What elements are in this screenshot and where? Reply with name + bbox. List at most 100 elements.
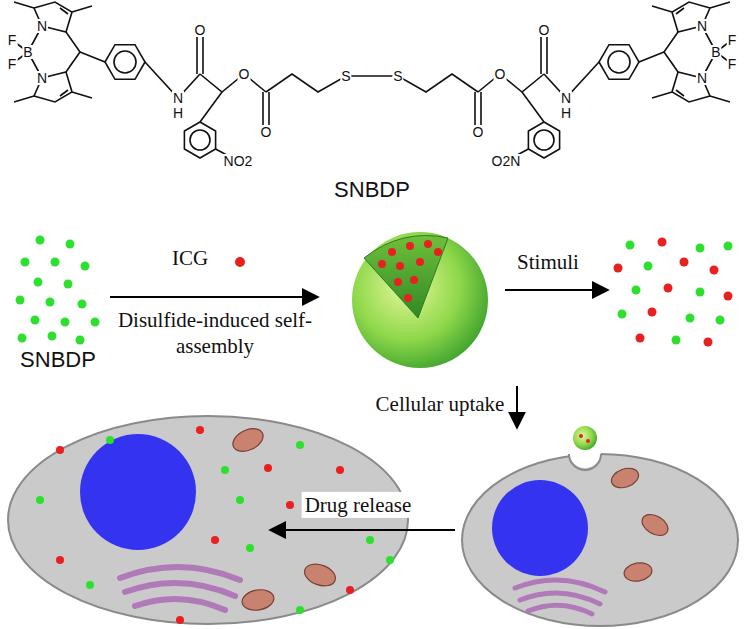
dot <box>724 292 733 301</box>
dot <box>236 496 244 504</box>
dot <box>632 286 641 295</box>
dot <box>81 262 90 271</box>
compound-name: SNBDP <box>334 178 410 202</box>
dot <box>648 308 657 317</box>
dot <box>221 466 229 474</box>
atom-label: N <box>696 71 708 85</box>
dot <box>21 258 30 267</box>
dot <box>680 258 689 267</box>
dot <box>366 536 374 544</box>
dot <box>106 436 114 444</box>
atom-label: N <box>172 91 184 105</box>
dot <box>696 244 705 253</box>
nanoparticle-cutaway <box>364 236 448 319</box>
dot <box>394 278 402 286</box>
dot <box>48 332 57 341</box>
dot <box>36 236 45 245</box>
dot <box>86 581 94 589</box>
cell-release <box>8 416 408 624</box>
step-label: Cellular uptake <box>376 391 505 417</box>
dot <box>710 266 719 275</box>
dot <box>296 606 304 614</box>
dot <box>672 336 681 345</box>
dot <box>211 536 219 544</box>
release-arrow <box>264 529 455 531</box>
atom-label: F <box>727 57 738 71</box>
dot <box>410 276 418 284</box>
atom-label: N <box>696 19 708 33</box>
atom-label: S <box>340 69 351 83</box>
dot <box>91 318 100 327</box>
dot <box>34 278 43 287</box>
dot <box>18 334 27 343</box>
atom-label: N <box>560 91 572 105</box>
dot <box>626 241 635 250</box>
step-label: Disulfide-induced self-assembly <box>115 307 315 360</box>
nanoparticle <box>352 232 488 368</box>
dot <box>78 300 87 309</box>
uptake-arrow <box>516 386 518 428</box>
atom-label: S <box>392 69 403 83</box>
dot <box>246 544 254 552</box>
dot <box>434 248 442 256</box>
dot <box>61 318 70 327</box>
dot <box>618 310 627 319</box>
dot <box>51 258 60 267</box>
dot <box>286 501 294 509</box>
dot <box>296 441 304 449</box>
dot <box>336 466 344 474</box>
atom-label: O <box>494 67 507 81</box>
stimuli-arrow <box>505 289 608 291</box>
cell-uptake <box>462 426 738 626</box>
dot <box>724 242 733 251</box>
dot <box>56 446 64 454</box>
monomer-dots <box>16 236 100 345</box>
dot <box>66 240 75 249</box>
dot <box>46 298 55 307</box>
step-label: Stimuli <box>517 249 579 275</box>
loaded-icg <box>378 240 442 302</box>
icg-dot <box>235 257 245 267</box>
atom-label: O <box>238 67 251 81</box>
atom-label: O <box>260 125 273 139</box>
group-label: O2N <box>491 154 522 168</box>
dot <box>36 496 44 504</box>
step-label: Drug release <box>302 492 415 518</box>
dot <box>56 556 64 564</box>
dot <box>686 314 695 323</box>
dot <box>416 258 424 266</box>
atom-label: B <box>22 45 33 59</box>
dot <box>196 426 204 434</box>
dot <box>644 262 653 271</box>
atom-label: H <box>560 106 572 120</box>
dot <box>614 264 623 273</box>
assembly-arrow <box>110 296 318 298</box>
dot <box>396 262 404 270</box>
atom-label: F <box>7 33 18 47</box>
dot <box>664 284 673 293</box>
dot <box>636 334 645 343</box>
reagent-label: ICG <box>172 245 208 271</box>
molecule-half <box>12 2 372 160</box>
atom-label: N <box>36 71 48 85</box>
dot <box>31 316 40 325</box>
atom-label: F <box>7 57 18 71</box>
dot <box>176 616 184 624</box>
atom-label: O <box>538 23 551 37</box>
dot <box>406 242 414 250</box>
dot <box>64 280 73 289</box>
dot <box>404 294 412 302</box>
dot <box>658 238 667 247</box>
atom-label: H <box>172 106 184 120</box>
dot <box>696 288 705 297</box>
dot <box>704 338 713 347</box>
atom-label: F <box>727 33 738 47</box>
released-dots <box>614 238 733 347</box>
dot <box>16 296 25 305</box>
group-label: NO2 <box>223 154 254 168</box>
atom-label: B <box>710 45 721 59</box>
compound-name: SNBDP <box>20 348 96 372</box>
dot <box>378 260 386 268</box>
dot <box>388 248 396 256</box>
